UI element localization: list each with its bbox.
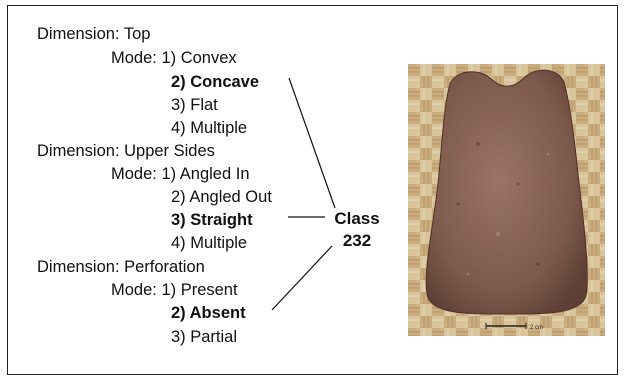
class-label: Class 232: [327, 208, 387, 252]
dimension-upper-sides-label: Dimension: Upper Sides: [37, 142, 215, 160]
stone-texture: [456, 142, 550, 276]
connector-line-perforation: [271, 245, 333, 311]
scale-bar: 2 cm: [485, 323, 543, 331]
class-label-number: 232: [342, 231, 372, 250]
connector-line-top: [288, 77, 336, 209]
artifact-photo: 2 cm: [408, 64, 605, 336]
mode-sides-4: 4) Multiple: [171, 234, 248, 252]
mode-sides-3-selected: 3) Straight: [171, 211, 253, 229]
mode-perf-1: Mode: 1) Present: [111, 281, 238, 299]
mode-sides-2: 2) Angled Out: [171, 188, 272, 206]
mode-perf-3: 3) Partial: [171, 328, 238, 346]
dimension-top-label: Dimension: Top: [37, 25, 151, 43]
dimension-perforation-label: Dimension: Perforation: [37, 258, 205, 276]
mode-top-2-selected: 2) Concave: [171, 73, 260, 91]
mode-perf-2-selected: 2) Absent: [171, 304, 246, 322]
class-label-word: Class: [334, 209, 380, 228]
scale-bar-label: 2 cm: [530, 325, 543, 331]
mode-top-3: 3) Flat: [171, 96, 218, 114]
mode-sides-1: Mode: 1) Angled In: [111, 165, 250, 183]
mode-top-4: 4) Multiple: [171, 119, 248, 137]
mode-top-1: Mode: 1) Convex: [111, 49, 237, 67]
stone-artifact: [425, 69, 588, 315]
